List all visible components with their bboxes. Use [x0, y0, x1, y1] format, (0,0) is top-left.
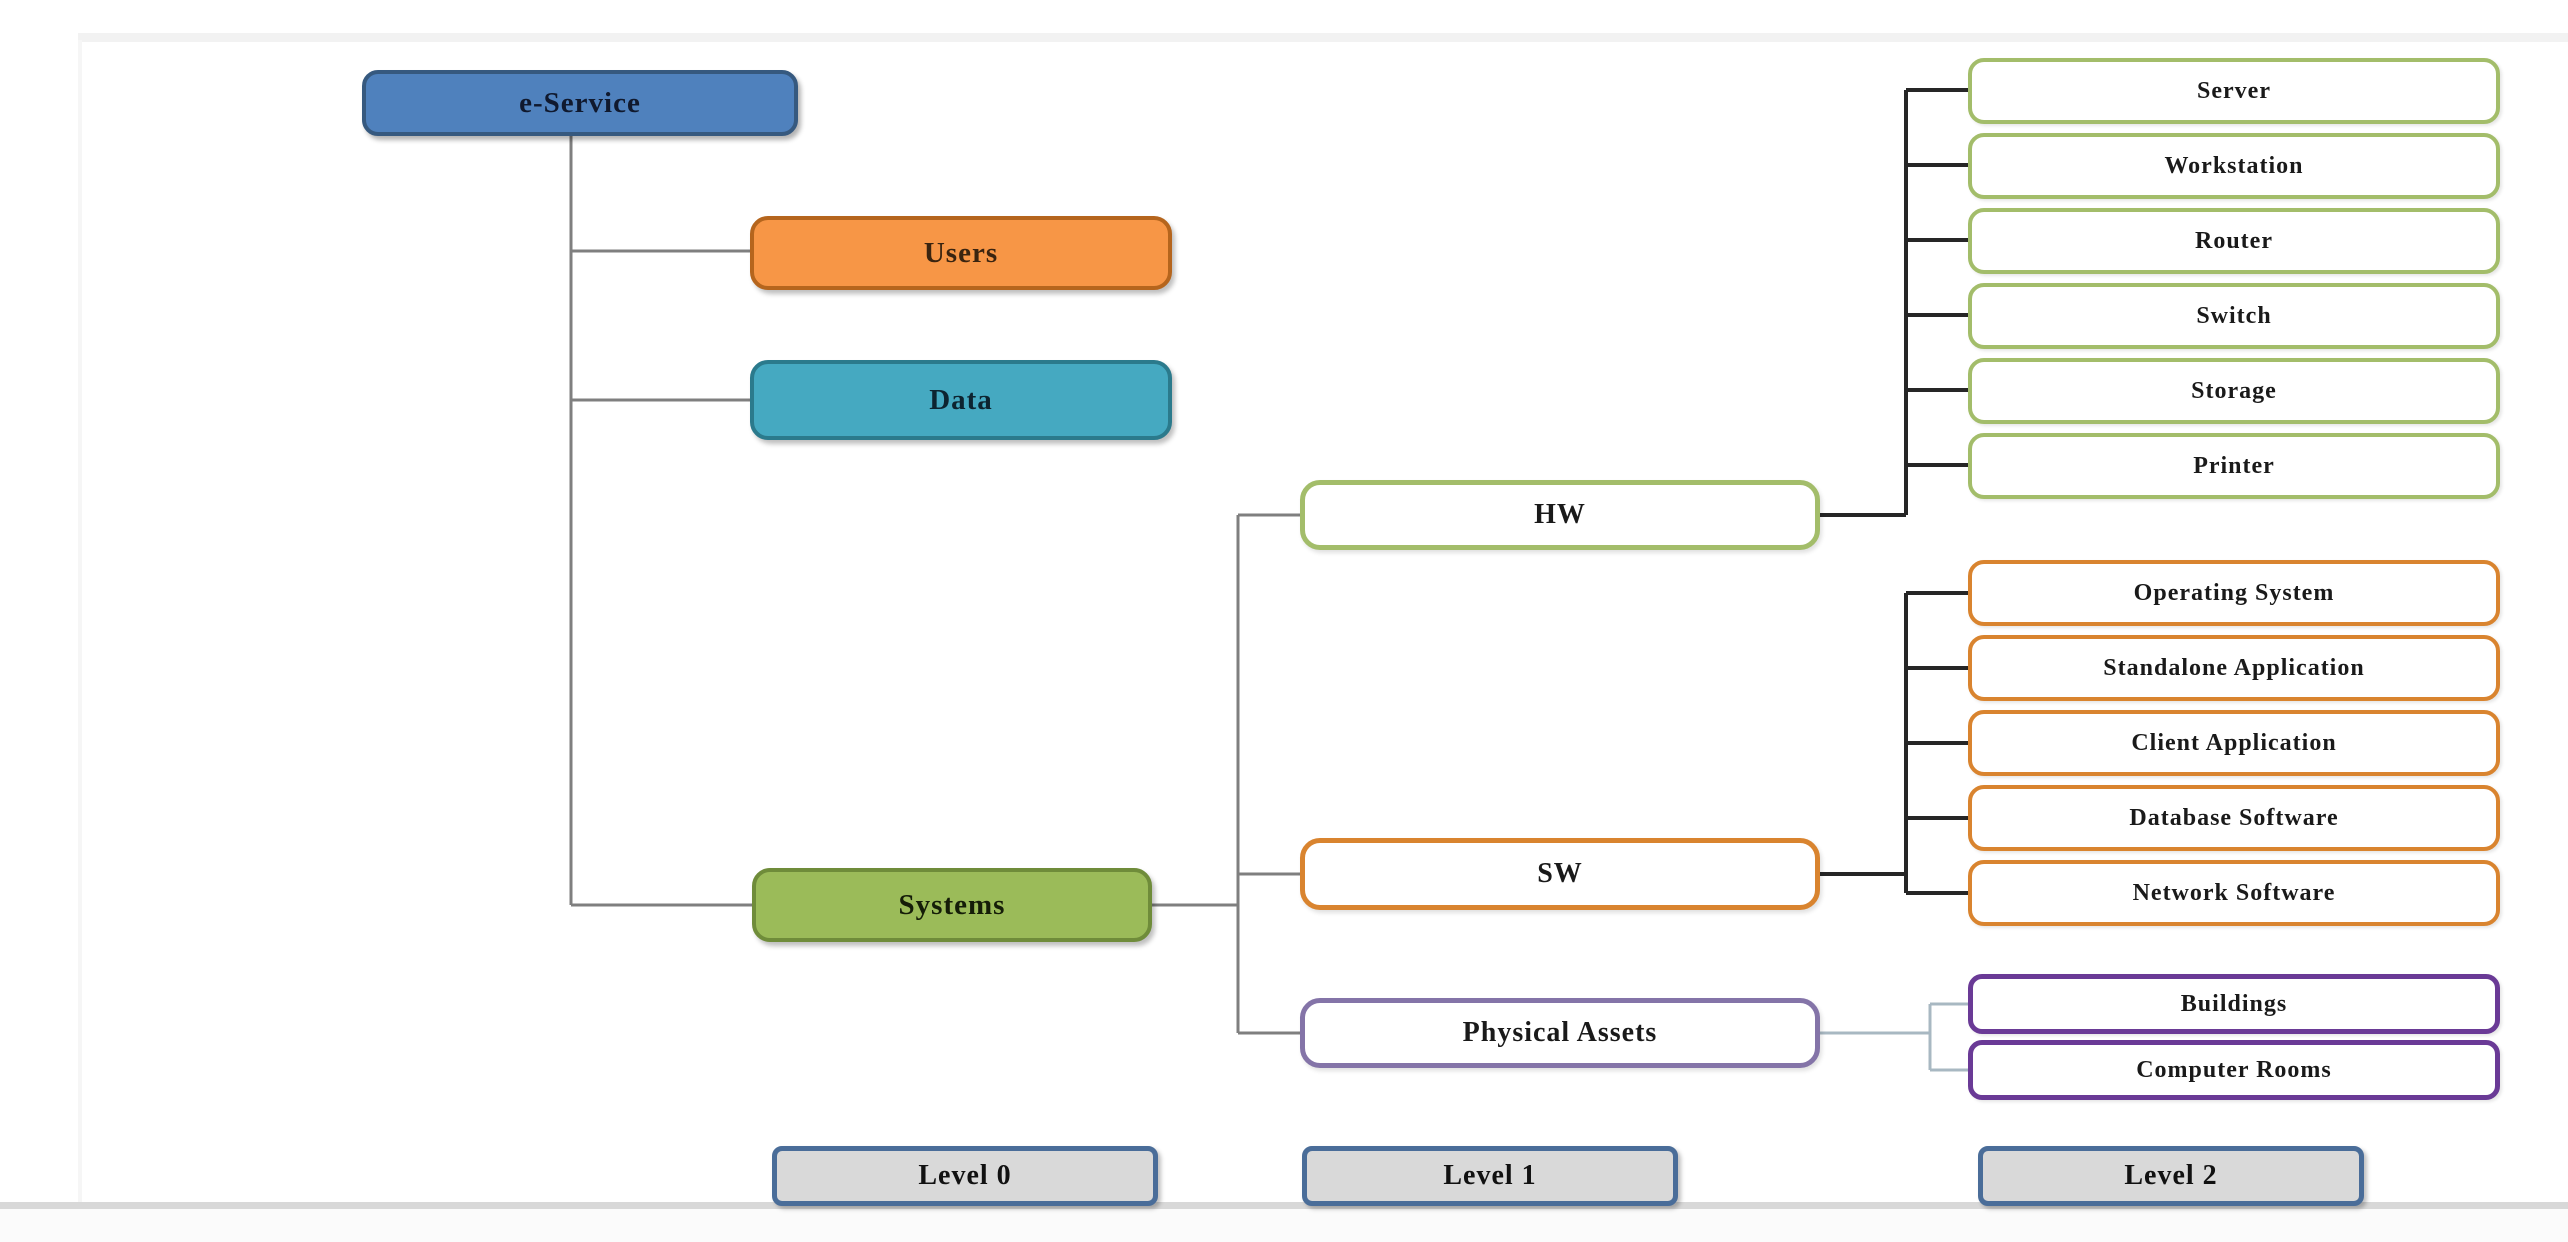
node-computer-rooms: Computer Rooms: [1968, 1040, 2500, 1100]
node-router: Router: [1968, 208, 2500, 274]
node-users: Users: [750, 216, 1172, 290]
left-border-rule: [78, 40, 82, 1203]
node-database-software: Database Software: [1968, 785, 2500, 851]
root-branch-lines: [569, 136, 1300, 1035]
node-systems: Systems: [752, 868, 1152, 942]
node-server: Server: [1968, 58, 2500, 124]
node-storage: Storage: [1968, 358, 2500, 424]
node-hw: HW: [1300, 480, 1820, 550]
node-printer: Printer: [1968, 433, 2500, 499]
sw-branch-lines: [1820, 591, 1968, 895]
node-e-service: e-Service: [362, 70, 798, 136]
top-border-strip: [78, 33, 2568, 42]
node-network-software: Network Software: [1968, 860, 2500, 926]
legend-level-1: Level 1: [1302, 1146, 1678, 1206]
node-buildings: Buildings: [1968, 974, 2500, 1034]
node-standalone-application: Standalone Application: [1968, 635, 2500, 701]
pa-branch-lines: [1820, 1002, 1968, 1072]
legend-level-2: Level 2: [1978, 1146, 2364, 1206]
node-switch: Switch: [1968, 283, 2500, 349]
hw-branch-lines: [1820, 88, 1968, 517]
node-data: Data: [750, 360, 1172, 440]
node-physical-assets: Physical Assets: [1300, 998, 1820, 1068]
node-sw: SW: [1300, 838, 1820, 910]
bottom-divider-line: [0, 1202, 2568, 1209]
footer-background: [0, 1209, 2568, 1242]
legend-level-0: Level 0: [772, 1146, 1158, 1206]
node-operating-system: Operating System: [1968, 560, 2500, 626]
node-workstation: Workstation: [1968, 133, 2500, 199]
node-client-application: Client Application: [1968, 710, 2500, 776]
